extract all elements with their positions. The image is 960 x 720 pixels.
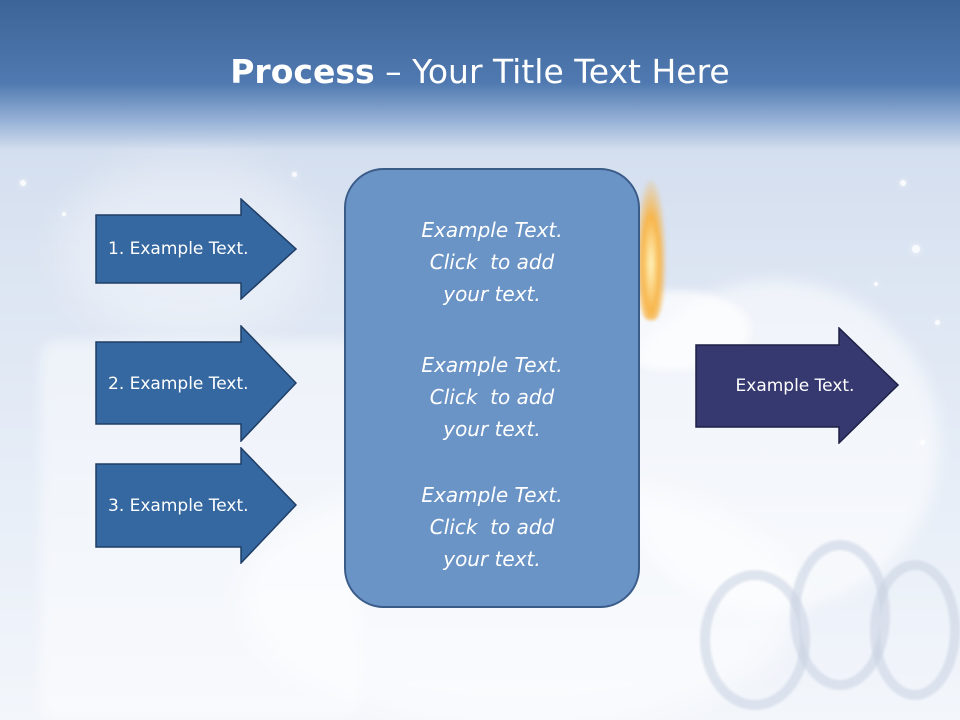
arrow-shape xyxy=(95,325,297,442)
input-arrow-label: 2. Example Text. xyxy=(108,373,249,394)
arrow-shape xyxy=(695,327,899,444)
sparkle xyxy=(20,180,26,186)
process-line: Click to add xyxy=(429,250,555,274)
sparkle xyxy=(935,320,940,325)
process-line: Example Text. xyxy=(421,218,563,242)
process-paragraph-1: Example Text. Click to add your text. xyxy=(346,214,638,310)
title-rest: – Your Title Text Here xyxy=(374,52,730,91)
input-arrow-label: 1. Example Text. xyxy=(108,239,249,259)
input-arrow-3[interactable]: 3. Example Text. xyxy=(95,447,297,564)
title-bar xyxy=(0,0,960,150)
process-box[interactable]: Example Text. Click to add your text. Ex… xyxy=(344,168,640,608)
process-line: your text. xyxy=(443,417,541,441)
output-arrow-label: Example Text. xyxy=(735,375,855,396)
sparkle xyxy=(900,180,906,186)
sparkle xyxy=(920,440,925,445)
process-line: your text. xyxy=(443,282,541,306)
process-line: Example Text. xyxy=(421,483,563,507)
background-ribbon-curl xyxy=(870,560,960,700)
input-arrow-1[interactable]: 1. Example Text. xyxy=(95,198,297,300)
arrow-shape xyxy=(95,447,297,564)
candle-flame xyxy=(636,180,666,320)
sparkle xyxy=(292,172,297,177)
arrow-shape xyxy=(95,198,297,300)
sparkle xyxy=(62,212,66,216)
input-arrow-label: 3. Example Text. xyxy=(108,495,249,516)
process-line: Example Text. xyxy=(421,353,563,377)
process-paragraph-2: Example Text. Click to add your text. xyxy=(346,349,638,445)
process-line: Click to add xyxy=(429,515,555,539)
sparkle xyxy=(874,282,878,286)
process-line: your text. xyxy=(443,547,541,571)
slide-title[interactable]: Process – Your Title Text Here xyxy=(0,52,960,91)
process-line: Click to add xyxy=(429,385,555,409)
input-arrow-2[interactable]: 2. Example Text. xyxy=(95,325,297,442)
sparkle xyxy=(912,245,920,253)
output-arrow[interactable]: Example Text. xyxy=(695,327,899,444)
title-bold: Process xyxy=(230,52,375,91)
process-paragraph-3: Example Text. Click to add your text. xyxy=(346,479,638,575)
